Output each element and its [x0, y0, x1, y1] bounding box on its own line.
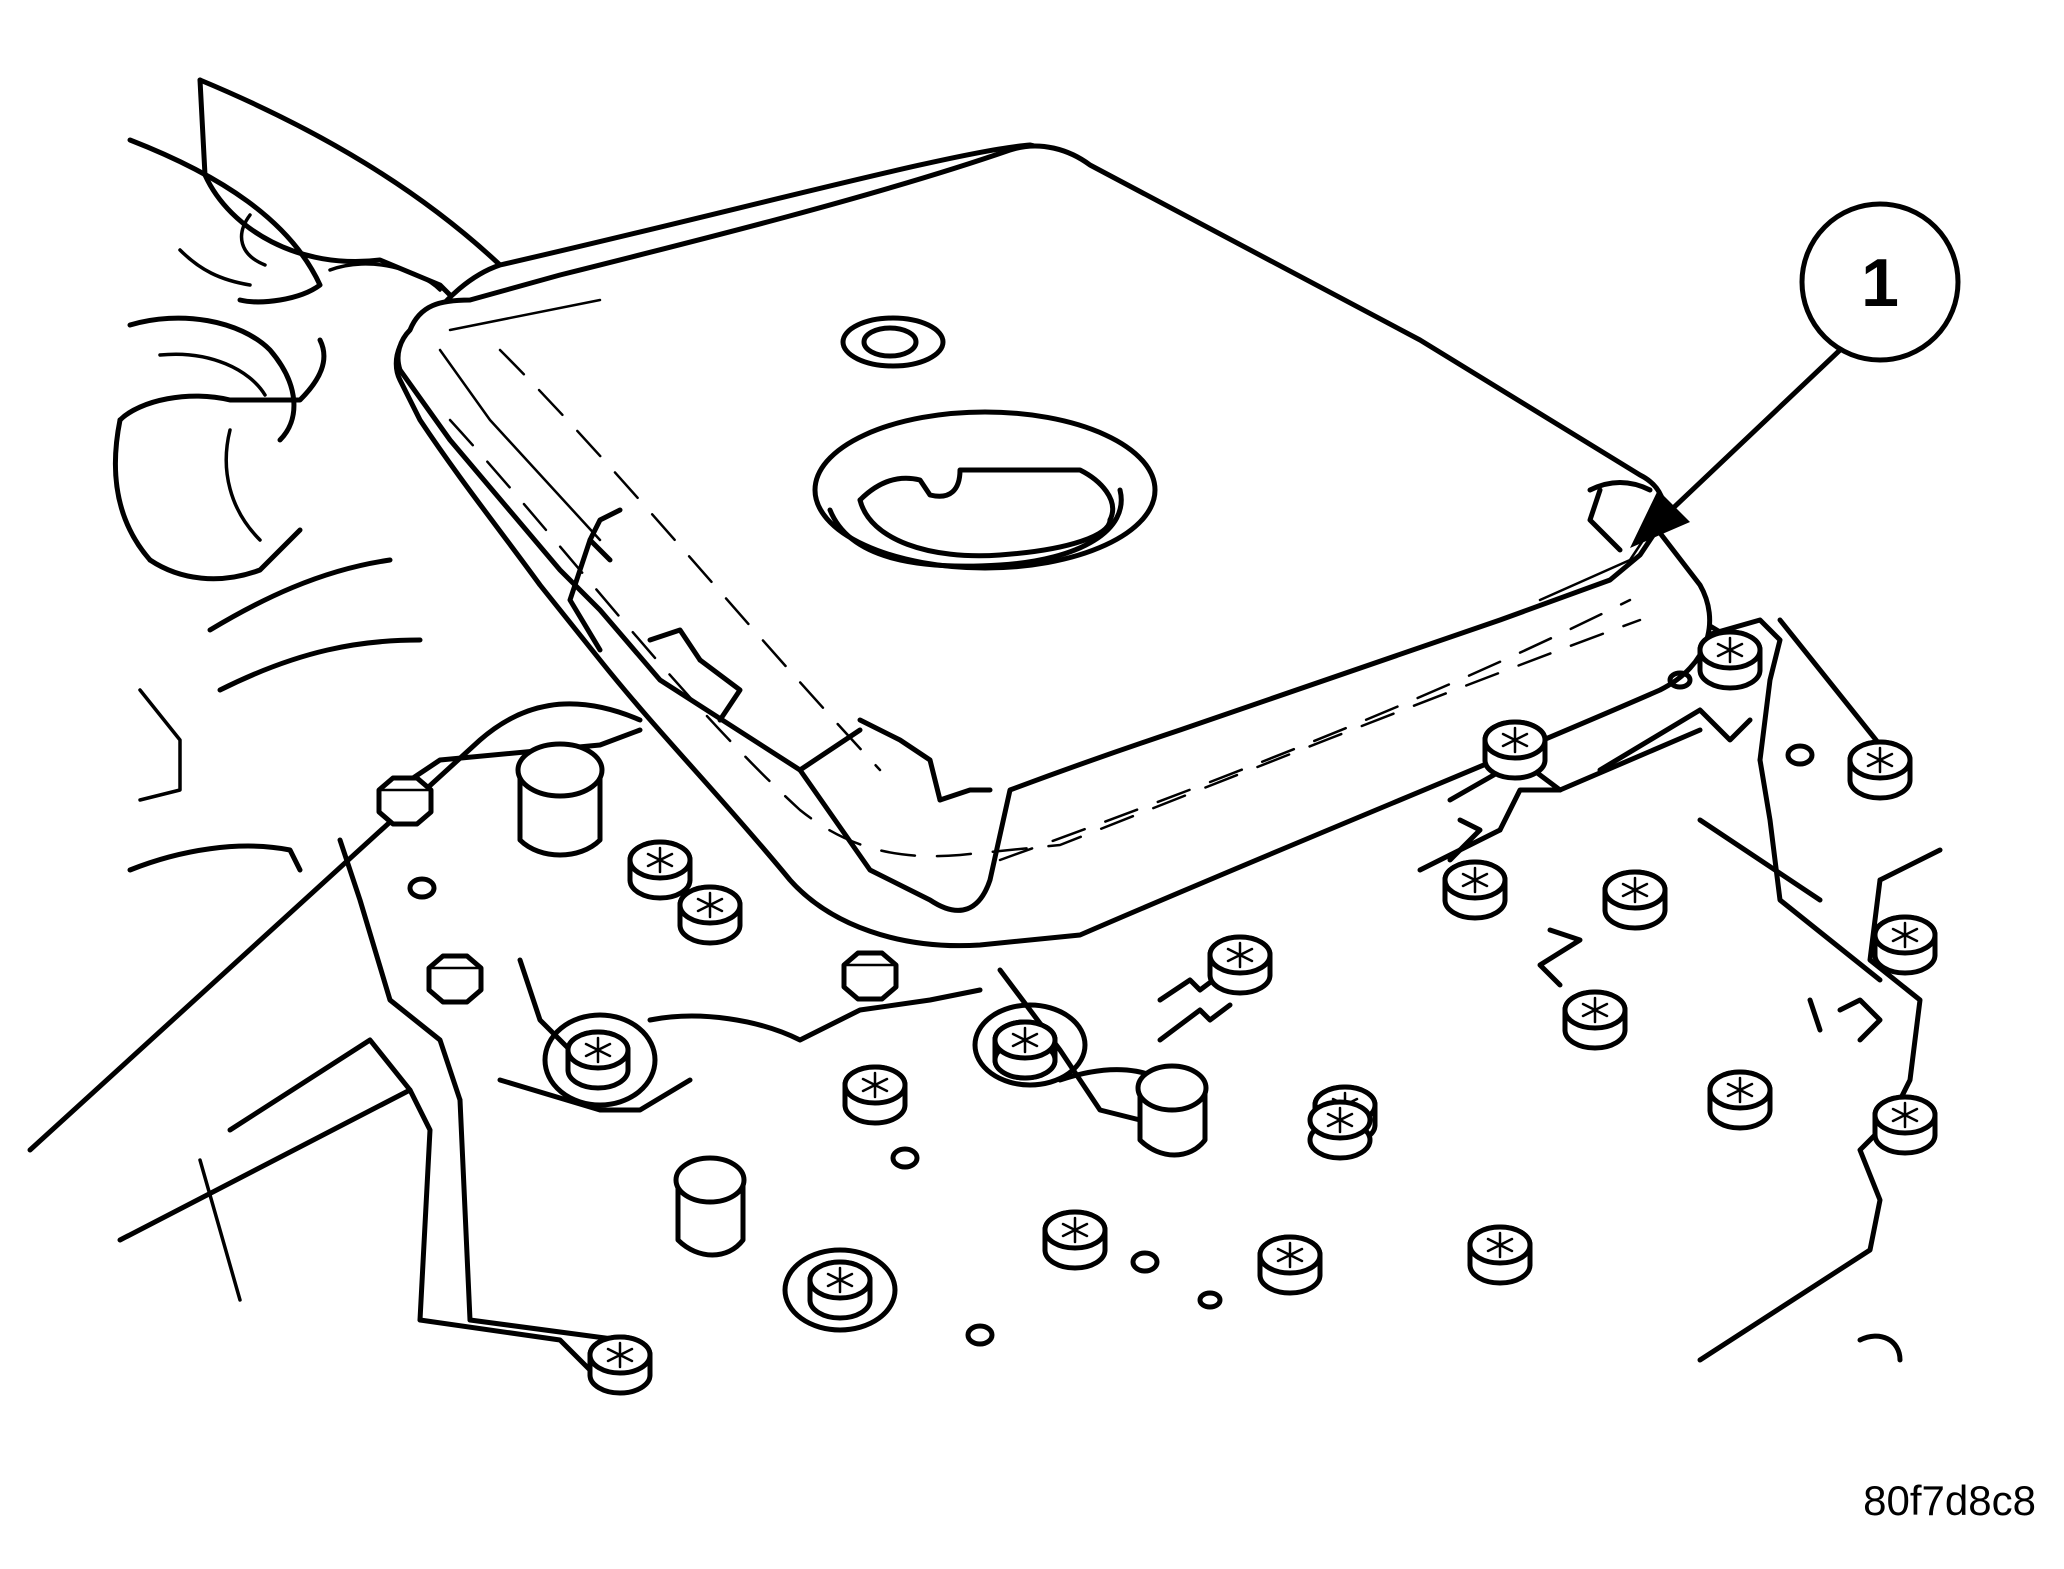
callout-circle	[1799, 201, 1961, 363]
bolt	[565, 1029, 631, 1091]
bolt	[1482, 719, 1548, 781]
bolt	[677, 884, 743, 946]
bolt	[1847, 739, 1913, 801]
bolt	[1467, 1224, 1533, 1286]
hex-bolt	[426, 953, 484, 1005]
bolt	[1707, 1069, 1773, 1131]
bolt	[542, 1012, 658, 1108]
bolt	[782, 1247, 898, 1333]
callout-leader-line	[1647, 347, 1843, 533]
bolt	[992, 1019, 1058, 1081]
bolt	[1042, 1209, 1108, 1271]
callout-arrowhead	[1630, 490, 1690, 548]
bolt	[627, 839, 693, 901]
bolt	[1257, 1234, 1323, 1296]
hex-bolt	[376, 775, 434, 827]
tube-fittings	[407, 670, 1815, 1347]
bolt	[1307, 1099, 1373, 1161]
transmission-filter	[393, 142, 1713, 949]
bolt	[1562, 989, 1628, 1051]
bolt	[1697, 629, 1763, 691]
callout-number: 1	[1861, 245, 1899, 321]
figure-code: 80f7d8c8	[1863, 1477, 2036, 1524]
bolt	[972, 1002, 1088, 1088]
callout-1: 1	[1630, 201, 1961, 548]
bolt	[1207, 934, 1273, 996]
bolt-group	[376, 629, 1938, 1396]
bolt	[1872, 914, 1938, 976]
bolt	[842, 1064, 908, 1126]
bolt	[1602, 869, 1668, 931]
bolt	[1872, 1094, 1938, 1156]
hex-bolt	[841, 950, 899, 1002]
bolt	[587, 1334, 653, 1396]
hand-illustration	[112, 77, 503, 873]
bolt	[1442, 859, 1508, 921]
